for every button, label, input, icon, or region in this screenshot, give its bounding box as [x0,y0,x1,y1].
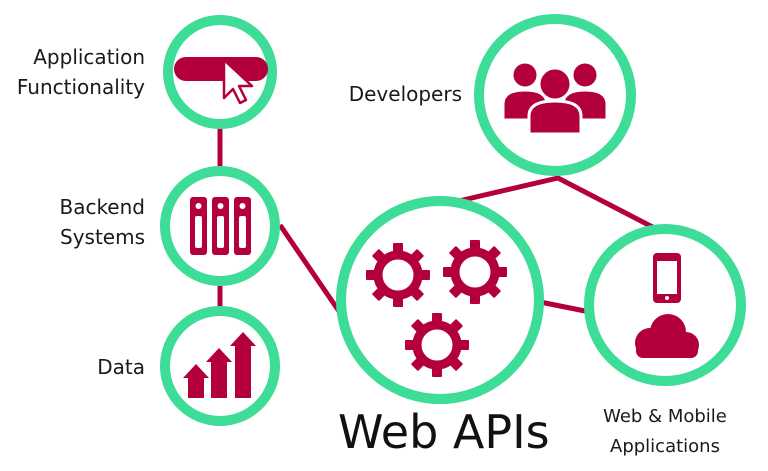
label-backend-systems-line1: Backend [59,195,145,219]
cloud-icon [635,314,699,358]
label-web-mobile-line2: Applications [610,436,720,457]
node-ring-web-mobile [584,224,746,386]
label-data: Data [0,352,145,382]
label-developers-text: Developers [348,82,462,106]
users-icon [501,60,609,136]
server-icon [190,197,251,255]
label-app-functionality: Application Functionality [0,42,145,102]
click-bar-icon [174,57,268,105]
label-backend-systems: Backend Systems [0,192,145,252]
smartphone-icon [653,253,681,303]
label-backend-systems-line2: Systems [60,225,145,249]
label-web-mobile: Web & Mobile Applications [580,402,750,462]
label-app-functionality-line1: Application [33,45,145,69]
label-app-functionality-line2: Functionality [16,75,145,99]
link-backend-webapis [277,223,348,322]
bar-chart-icon [183,332,256,398]
label-developers: Developers [300,79,462,109]
label-web-mobile-line1: Web & Mobile [603,406,727,427]
diagram-title: Web APIs [338,405,550,459]
label-data-text: Data [97,355,145,379]
